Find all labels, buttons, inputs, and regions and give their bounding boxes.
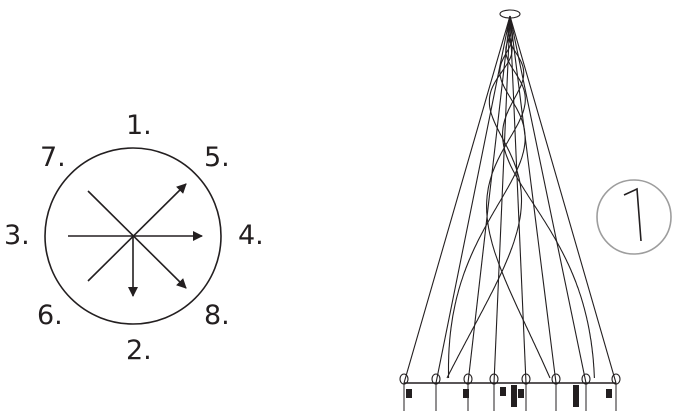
light-strand-3 bbox=[486, 17, 551, 379]
connector-block-3 bbox=[500, 387, 506, 396]
direction-label-6: 6. bbox=[37, 300, 63, 331]
tree-wire-5 bbox=[509, 15, 527, 384]
direction-label-8: 8. bbox=[204, 300, 230, 331]
direction-label-3: 3. bbox=[4, 220, 30, 251]
connector-block-1 bbox=[406, 389, 412, 398]
tree-wire-3 bbox=[467, 15, 511, 384]
tree-wire-7 bbox=[509, 15, 587, 384]
tree-light-strands bbox=[399, 17, 621, 385]
light-tree bbox=[399, 9, 621, 411]
arrow-down-right bbox=[87, 190, 187, 289]
light-strand-4 bbox=[502, 17, 595, 379]
hook-icon bbox=[596, 179, 672, 255]
tree-wire-8 bbox=[509, 15, 617, 384]
direction-label-7: 7. bbox=[40, 142, 66, 173]
direction-label-2: 2. bbox=[126, 335, 152, 366]
connector-block-6 bbox=[573, 385, 579, 407]
compass-circle bbox=[44, 147, 222, 325]
tree-ground-stakes bbox=[403, 383, 617, 411]
light-strand-2 bbox=[447, 17, 526, 379]
tree-wire-4 bbox=[493, 15, 511, 384]
arrow-up-right bbox=[87, 183, 187, 282]
connector-block-4 bbox=[511, 385, 517, 407]
light-strand-1 bbox=[446, 17, 523, 379]
direction-label-5: 5. bbox=[204, 142, 230, 173]
direction-compass: 1. 2. 3. 4. 5. 6. 7. 8. bbox=[4, 110, 264, 366]
connector-block-5 bbox=[518, 389, 524, 398]
direction-label-1: 1. bbox=[126, 110, 152, 141]
connector-block-2 bbox=[463, 389, 469, 398]
connector-block-7 bbox=[606, 389, 612, 398]
tree-wires bbox=[403, 15, 617, 384]
tree-wire-1 bbox=[403, 15, 511, 384]
direction-label-4: 4. bbox=[238, 220, 264, 251]
tree-wire-6 bbox=[509, 15, 557, 384]
